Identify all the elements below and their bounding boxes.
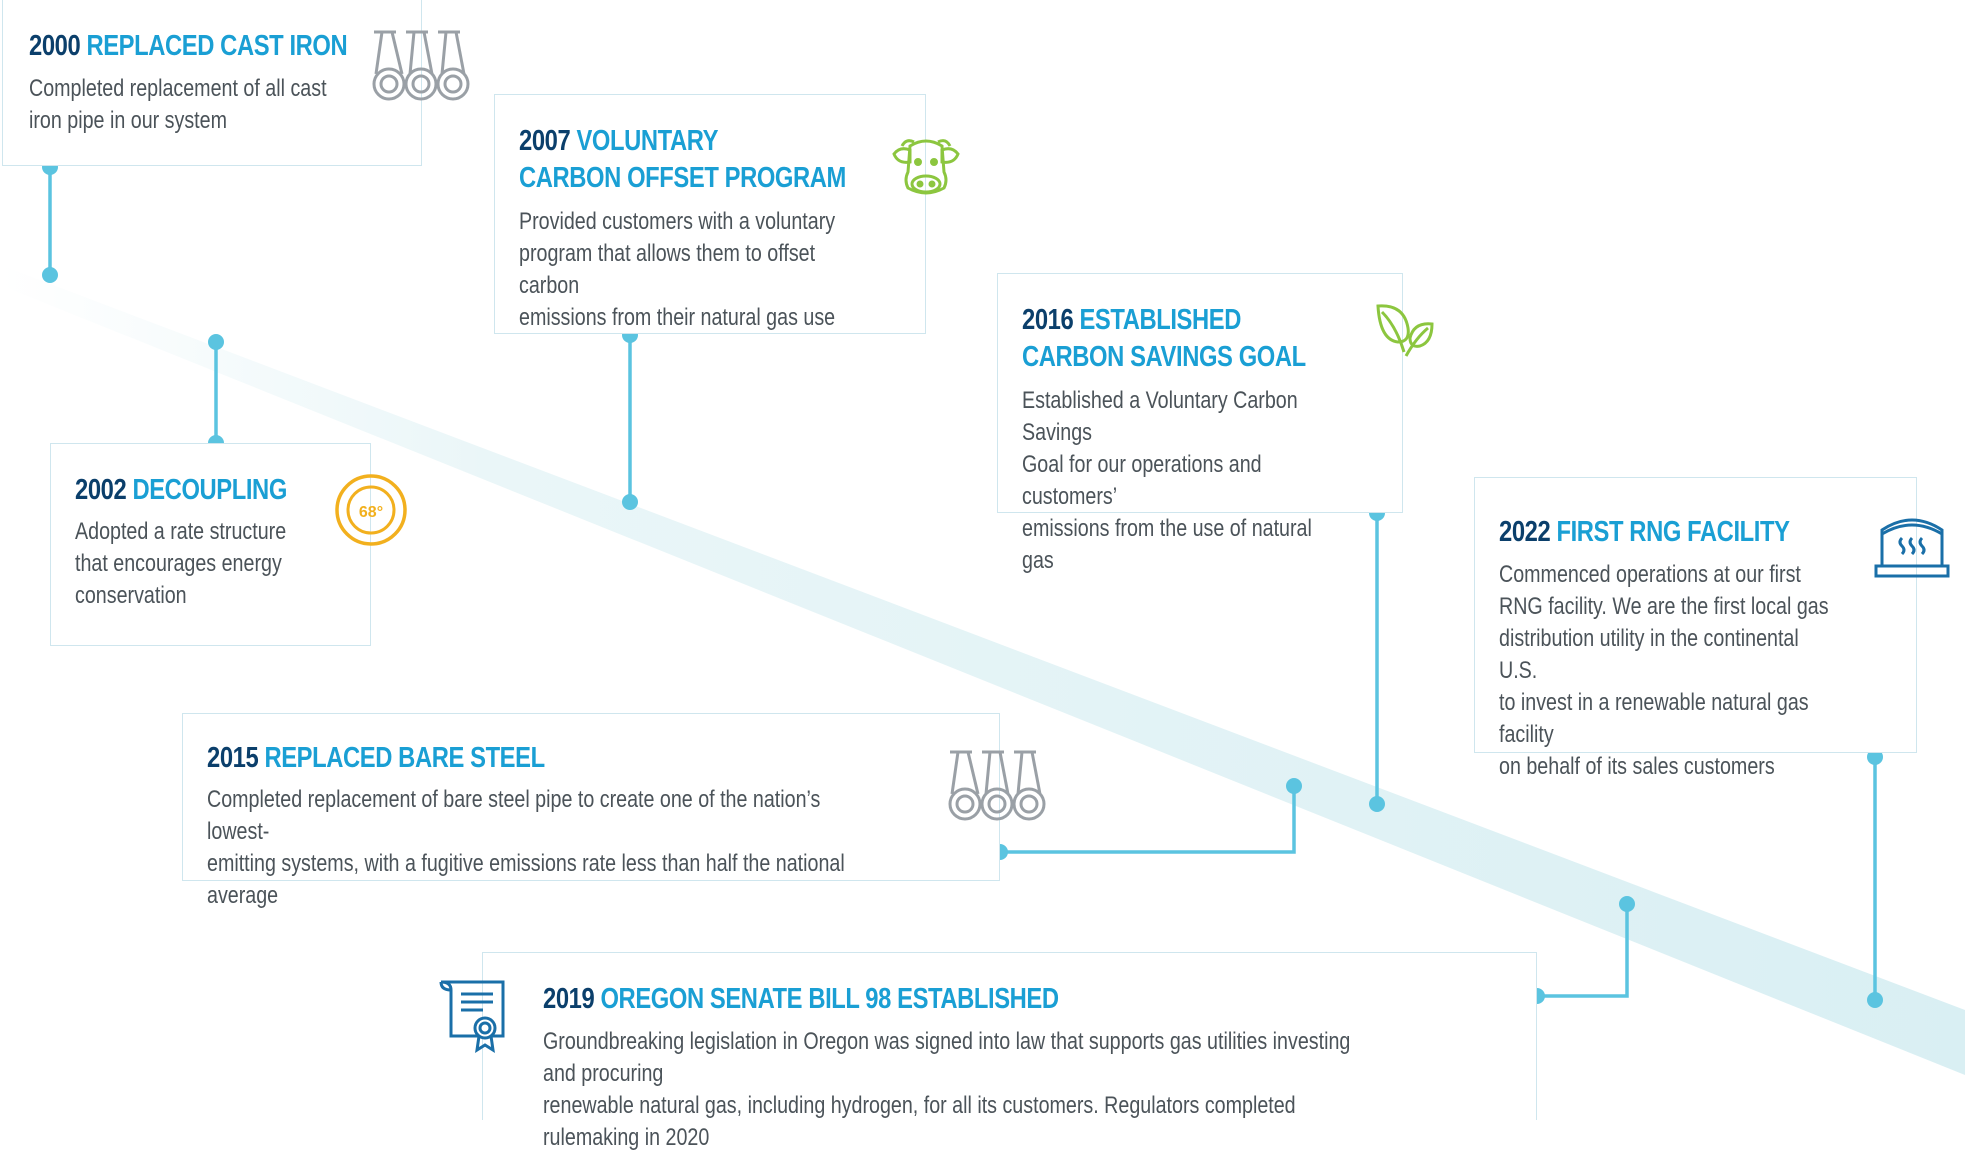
leaves-icon (1374, 302, 1436, 360)
milestone-heading: VOLUNTARY CARBON OFFSET PROGRAM (519, 125, 846, 194)
thermostat-reading: 68° (359, 504, 383, 521)
milestone-title: 2007 VOLUNTARY CARBON OFFSET PROGRAM (519, 123, 846, 197)
milestone-heading: REPLACED CAST IRON (86, 30, 348, 62)
milestone-description: Commenced operations at our first RNG fa… (1499, 561, 1829, 780)
milestone-description: Established a Voluntary Carbon Savings G… (1022, 387, 1312, 574)
milestone-description: Provided customers with a voluntary prog… (519, 208, 836, 331)
milestone-heading: REPLACED BARE STEEL (264, 742, 545, 774)
milestone-card-2015: 2015 REPLACED BARE STEEL Completed repla… (182, 713, 1000, 909)
milestone-year: 2016 (1022, 304, 1074, 336)
milestone-year: 2000 (29, 30, 81, 62)
milestone-year: 2015 (207, 742, 259, 774)
milestone-description: Adopted a rate structure that encourages… (75, 518, 287, 609)
milestone-year: 2002 (75, 474, 127, 506)
milestone-title: 2000 REPLACED CAST IRON (29, 28, 348, 65)
milestone-year: 2019 (543, 983, 595, 1015)
milestone-description: Completed replacement of bare steel pipe… (207, 786, 845, 909)
milestone-card-2000: 2000 REPLACED CAST IRON Completed replac… (2, 0, 422, 166)
milestone-year: 2007 (519, 125, 571, 157)
timeline-band (0, 265, 1965, 1075)
milestone-card-2019: 2019 OREGON SENATE BILL 98 ESTABLISHED G… (482, 952, 1537, 1151)
cow-icon (890, 132, 962, 204)
milestone-heading: FIRST RNG FACILITY (1556, 516, 1790, 548)
milestone-heading: OREGON SENATE BILL 98 ESTABLISHED (600, 983, 1059, 1015)
milestone-card-2016: 2016 ESTABLISHED CARBON SAVINGS GOAL Est… (997, 273, 1403, 574)
timeline-connectors (42, 159, 1883, 1008)
pipes-icon (370, 28, 474, 104)
milestone-description: Completed replacement of all cast iron p… (29, 75, 327, 134)
milestone-title: 2016 ESTABLISHED CARBON SAVINGS GOAL (1022, 302, 1306, 376)
thermostat-icon: 68° (333, 472, 409, 548)
milestone-title: 2019 OREGON SENATE BILL 98 ESTABLISHED (543, 981, 1059, 1018)
milestone-title: 2015 REPLACED BARE STEEL (207, 740, 545, 777)
milestone-card-2022: 2022 FIRST RNG FACILITY Commenced operat… (1474, 477, 1917, 780)
certificate-icon (437, 978, 517, 1056)
rng-facility-icon (1872, 508, 1952, 582)
milestone-title: 2022 FIRST RNG FACILITY (1499, 514, 1790, 551)
milestone-card-2002: 2002 DECOUPLING Adopted a rate structure… (50, 443, 371, 646)
milestone-description: Groundbreaking legislation in Oregon was… (543, 1028, 1351, 1151)
milestone-title: 2002 DECOUPLING (75, 472, 287, 509)
milestone-card-2007: 2007 VOLUNTARY CARBON OFFSET PROGRAM Pro… (494, 94, 926, 334)
milestone-heading: DECOUPLING (132, 474, 287, 506)
milestone-heading: ESTABLISHED CARBON SAVINGS GOAL (1022, 304, 1306, 373)
milestone-year: 2022 (1499, 516, 1551, 548)
pipes-icon (946, 748, 1050, 824)
